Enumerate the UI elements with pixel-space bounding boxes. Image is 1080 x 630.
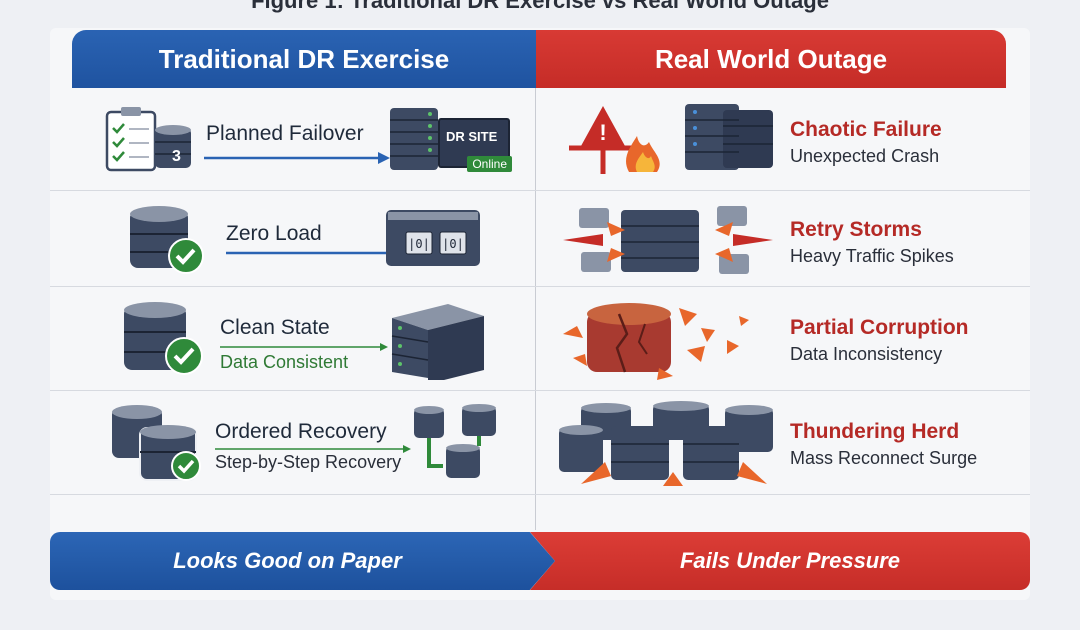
unexpected-crash-label: Unexpected Crash	[790, 146, 940, 166]
row-zero-load: Zero Load |0| |0|	[100, 192, 520, 290]
step-by-step-label: Step-by-Step Recovery	[215, 452, 402, 472]
data-consistent-label: Data Consistent	[220, 352, 349, 372]
row-divider	[50, 390, 1030, 391]
row-planned-failover: 3 Planned Failover DR SITE Online	[100, 92, 520, 190]
row-thundering-herd: Thundering Herd Mass Reconnect Surge	[555, 394, 1005, 492]
row-retry-storms: Retry Storms Heavy Traffic Spikes	[555, 192, 1005, 290]
data-inconsistency-label: Data Inconsistency	[790, 344, 943, 364]
banner-looks-good-on-paper: Looks Good on Paper	[50, 532, 555, 590]
dr-site-label: DR SITE	[446, 129, 498, 144]
database-check-icon	[130, 206, 204, 274]
badge-number: 3	[172, 148, 181, 165]
ordered-recovery-label: Ordered Recovery	[215, 420, 387, 443]
partial-corruption-title: Partial Corruption	[790, 316, 969, 339]
server-rack-icon	[390, 108, 438, 170]
planned-failover-label: Planned Failover	[206, 122, 364, 145]
connector-arrow	[215, 445, 411, 453]
row-divider	[50, 286, 1030, 287]
column-divider	[535, 88, 536, 530]
fire-warning-icon: !	[569, 106, 660, 174]
arrow-right-icon	[204, 152, 390, 164]
server-herd-icon	[559, 401, 773, 486]
row-ordered-recovery: Ordered Recovery Step-by-Step Recovery	[100, 394, 520, 492]
svg-text:!: !	[599, 120, 606, 145]
corrupted-database-icon	[563, 303, 749, 380]
figure-title: Figure 1: Traditional DR Exercise vs Rea…	[251, 0, 829, 13]
row-chaotic-failure: ! Chaotic Failure Unexpected Crash	[555, 92, 1005, 190]
recovery-flow-icon	[414, 404, 496, 478]
connector-line	[226, 251, 396, 255]
svg-text:|0|: |0|	[408, 237, 430, 251]
row-divider	[50, 190, 1030, 191]
database-check-icon	[112, 405, 201, 481]
connector-arrow	[220, 343, 388, 351]
dr-site-box: DR SITE Online	[438, 118, 512, 172]
server-stack-icon	[391, 304, 484, 380]
thundering-herd-title: Thundering Herd	[790, 420, 960, 443]
row-clean-state: Clean State Data Consistent	[100, 290, 520, 388]
mass-reconnect-label: Mass Reconnect Surge	[790, 448, 978, 468]
looks-good-on-paper-text: Looks Good on Paper	[173, 548, 402, 573]
fails-under-pressure-text: Fails Under Pressure	[679, 548, 901, 573]
header-real-world-outage: Real World Outage	[536, 30, 1006, 88]
online-status-badge: Online	[467, 156, 512, 172]
database-check-icon	[124, 302, 203, 375]
comparison-panel	[50, 28, 1030, 600]
heavy-traffic-label: Heavy Traffic Spikes	[790, 246, 954, 266]
zero-load-label: Zero Load	[226, 222, 322, 245]
clean-state-label: Clean State	[220, 316, 330, 339]
chaotic-failure-title: Chaotic Failure	[790, 118, 942, 141]
header-traditional-dr: Traditional DR Exercise	[72, 30, 536, 88]
svg-text:|0|: |0|	[442, 237, 464, 251]
retry-storm-icon	[563, 206, 773, 274]
retry-storms-title: Retry Storms	[790, 218, 922, 241]
row-partial-corruption: Partial Corruption Data Inconsistency	[555, 290, 1005, 388]
idle-server-icon: |0| |0|	[386, 210, 480, 266]
banner-fails-under-pressure: Fails Under Pressure	[530, 532, 1030, 590]
row-divider	[50, 494, 1030, 495]
checklist-icon	[105, 107, 191, 172]
server-rack-icon	[685, 104, 773, 170]
